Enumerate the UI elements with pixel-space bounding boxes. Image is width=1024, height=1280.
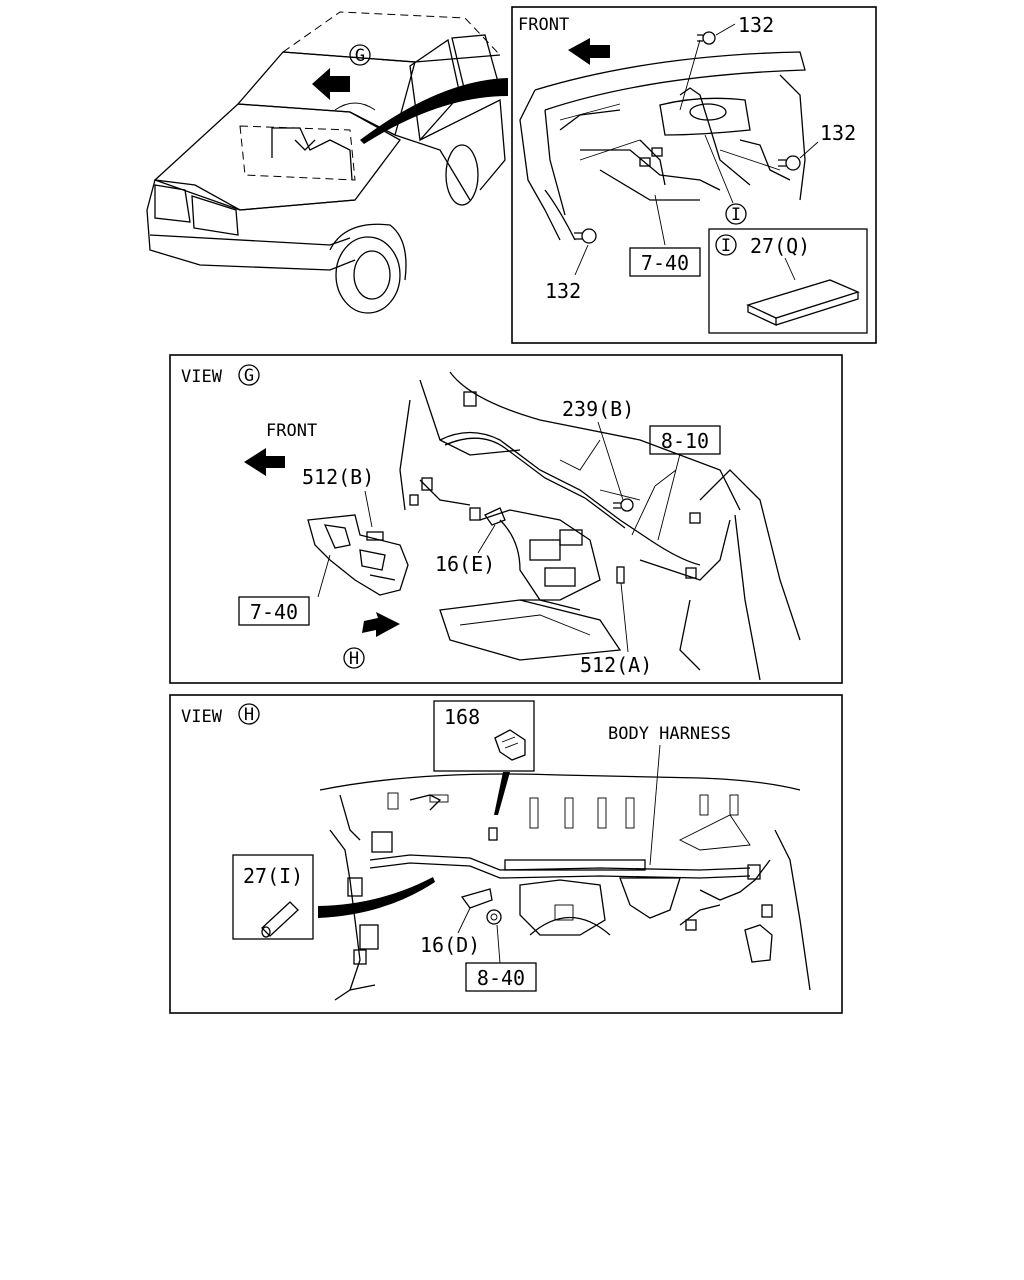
bolt-132-top: [679, 23, 736, 111]
part-16e-label: 16(E): [435, 552, 495, 576]
view-h-mark: H: [244, 705, 254, 725]
part-512b-label: 512(B): [302, 465, 374, 489]
body-harness-label: BODY HARNESS: [608, 724, 731, 744]
front-arrow-icon: [312, 68, 350, 100]
view-g-front-label: FRONT: [266, 421, 317, 441]
part-27q-label: 27(Q): [750, 234, 810, 258]
inset-168: [433, 700, 535, 772]
bracket-16d: [460, 888, 493, 909]
front-label: FRONT: [518, 15, 569, 35]
detail-frame: [511, 6, 877, 344]
front-arrow-icon: [568, 38, 610, 65]
pointer-168: [494, 772, 510, 815]
dashboard-illustration: [519, 51, 806, 241]
view-g-frame: [169, 354, 843, 684]
nut-8-40: [486, 909, 502, 925]
part-239b-label: 239(B): [562, 397, 634, 421]
view-g-title: VIEW: [181, 367, 223, 387]
ref-8-40: 8-40: [477, 966, 525, 990]
clip-168: [494, 729, 526, 761]
bolt-132-right: [778, 141, 819, 171]
sleeve-27i: [261, 901, 299, 938]
bolt-132-label-1: 132: [738, 13, 774, 37]
inset-27i: [232, 854, 314, 940]
inset-mark-i: I: [721, 236, 731, 256]
bolt-132-label-2: 132: [820, 121, 856, 145]
part-16d-label: 16(D): [420, 933, 480, 957]
view-g-mark-h: H: [349, 649, 359, 669]
front-arrow-icon: [244, 448, 285, 476]
part-27i-label: 27(I): [243, 864, 303, 888]
ref-8-10: 8-10: [661, 429, 709, 453]
bolt-132-lower: [574, 228, 597, 276]
view-g-callout: G: [349, 44, 371, 66]
view-h-title: VIEW: [181, 707, 223, 727]
detail-mark-i: I: [731, 205, 741, 225]
bolt-132-label-3: 132: [545, 279, 581, 303]
view-mark-g: G: [355, 46, 365, 66]
inset-27q: [708, 228, 868, 334]
view-h-arrow-icon: [362, 612, 400, 637]
part-168-label: 168: [444, 705, 480, 729]
clip-512a: [616, 566, 625, 584]
pad-27q: [746, 279, 860, 327]
part-512a-label: 512(A): [580, 653, 652, 677]
view-h-frame: [169, 694, 843, 1014]
ref-7-40-view-g: 7-40: [250, 600, 298, 624]
clip-16e: [469, 507, 506, 526]
bolt-239b: [613, 498, 634, 512]
view-h-illustration: [319, 773, 811, 1001]
vehicle-illustration: [146, 11, 506, 314]
ref-7-40-top: 7-40: [641, 251, 689, 275]
pointer-27i: [318, 877, 435, 918]
view-g-mark: G: [244, 366, 254, 386]
view-g-illustration: [399, 371, 801, 681]
bracket-512b: [307, 514, 409, 596]
detail-pointer: [360, 78, 508, 144]
